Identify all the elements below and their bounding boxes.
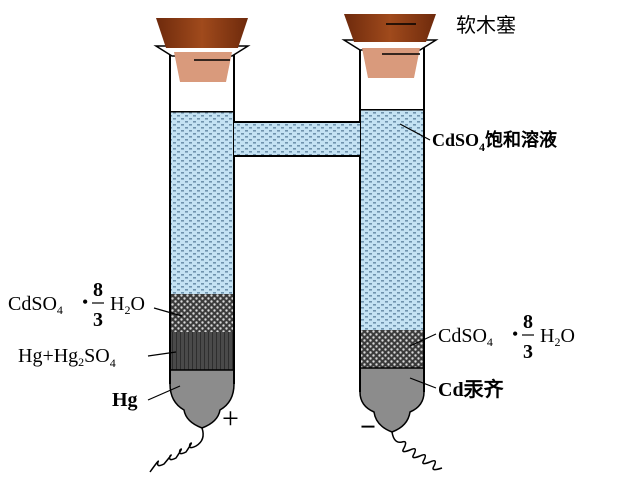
amalgam-label: Cd汞齐 [438, 377, 505, 401]
svg-text:3: 3 [93, 309, 103, 331]
right-tube [359, 43, 425, 433]
svg-text:H2O: H2O [110, 293, 145, 317]
right-wire [391, 431, 443, 471]
svg-text:•: • [512, 324, 518, 344]
left-mercury [169, 369, 235, 429]
left-wire [149, 427, 204, 473]
left-hydrate-label: CdSO4 • 8 3 H2O [8, 279, 145, 331]
h-bridge [233, 44, 361, 157]
right-hydrate-layer [360, 330, 424, 368]
solution-label: CdSO4饱和溶液 [432, 129, 558, 154]
right-hydrate-label: CdSO4 • 8 3 H2O [438, 311, 575, 363]
right-solution [360, 110, 424, 330]
svg-text:8: 8 [523, 311, 533, 333]
left-tube [169, 43, 235, 429]
left-paste-layer [170, 332, 234, 370]
mercury-label: Hg [112, 389, 138, 411]
left-cork [153, 18, 251, 82]
negative-terminal-label: − [360, 412, 376, 443]
paste-label: Hg+Hg2SO4 [18, 345, 116, 370]
positive-terminal-label: + [222, 402, 239, 435]
svg-text:H2O: H2O [540, 325, 575, 349]
svg-text:CdSO4: CdSO4 [438, 325, 493, 349]
svg-text:CdSO4: CdSO4 [8, 293, 63, 317]
left-hydrate-layer [170, 294, 234, 332]
right-amalgam [359, 367, 425, 433]
left-solution [170, 112, 234, 294]
svg-text:8: 8 [93, 279, 103, 301]
right-cork [341, 14, 439, 78]
svg-text:3: 3 [523, 341, 533, 363]
cork-label: 软木塞 [456, 14, 516, 37]
svg-text:•: • [82, 292, 88, 312]
